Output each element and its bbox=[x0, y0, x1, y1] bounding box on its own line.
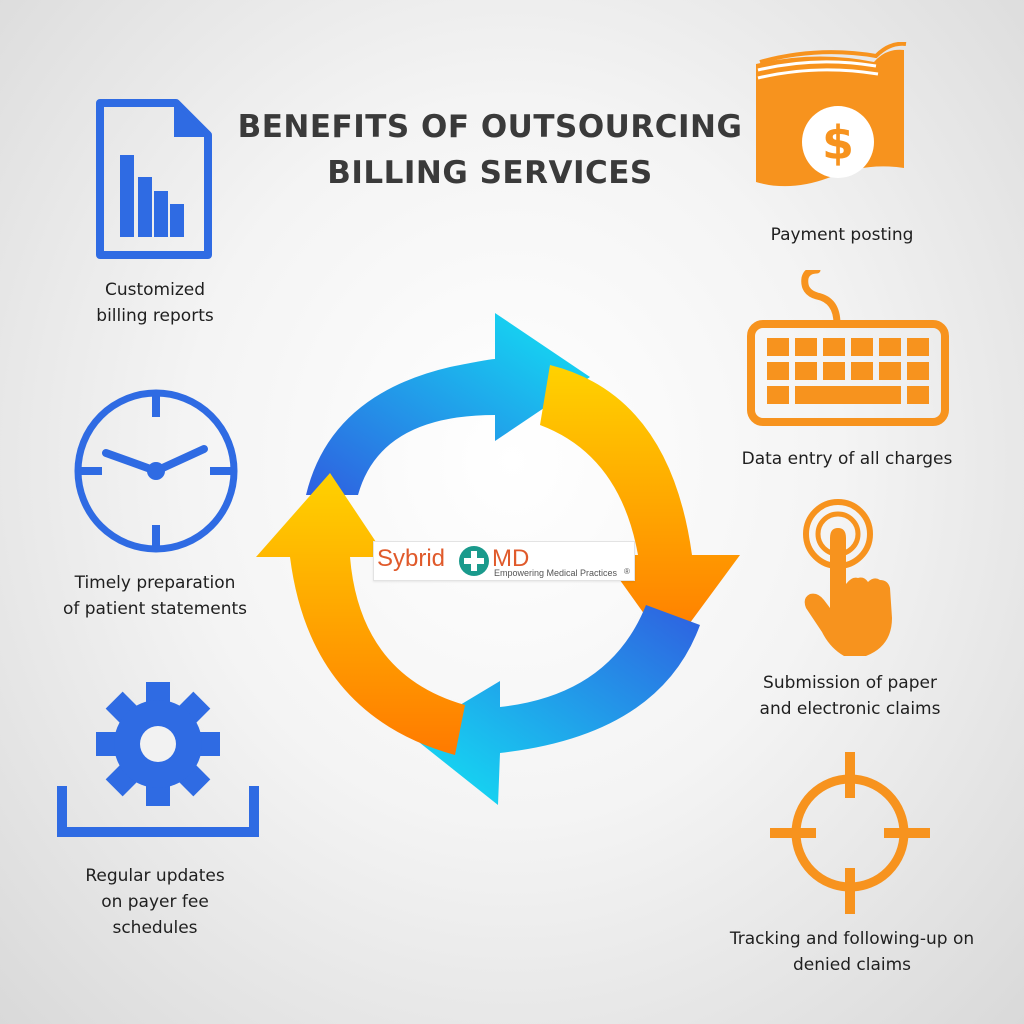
caption-line: on payer fee bbox=[101, 892, 209, 912]
medical-plus-icon bbox=[459, 546, 489, 576]
title-line-1: BENEFITS OF OUTSOURCING bbox=[237, 109, 743, 145]
title-line-2: BILLING SERVICES bbox=[327, 155, 653, 191]
caption-line: and electronic claims bbox=[759, 699, 941, 719]
caption-regular-updates: Regular updates on payer fee schedules bbox=[60, 863, 250, 941]
crosshair-icon bbox=[770, 752, 930, 914]
caption-line: Tracking and following-up on bbox=[729, 929, 975, 949]
cycle-arrow-bottom bbox=[410, 605, 700, 805]
svg-text:$: $ bbox=[822, 116, 854, 170]
caption-submission: Submission of paper and electronic claim… bbox=[740, 670, 960, 722]
registered-mark: ® bbox=[624, 567, 630, 576]
caption-line: Customized bbox=[104, 280, 206, 300]
cycle-arrow-right bbox=[540, 365, 740, 650]
keyboard-icon bbox=[747, 270, 949, 426]
dollar-bill-icon: $ bbox=[756, 42, 907, 187]
caption-line: Data entry of all charges bbox=[741, 449, 953, 469]
caption-tracking: Tracking and following-up on denied clai… bbox=[712, 926, 992, 978]
billing-report-icon bbox=[96, 99, 212, 259]
caption-line: Submission of paper bbox=[763, 673, 937, 693]
cycle-arrows bbox=[256, 313, 740, 805]
caption-line: billing reports bbox=[96, 306, 214, 326]
caption-line: denied claims bbox=[792, 955, 912, 975]
caption-line: schedules bbox=[112, 918, 198, 938]
logo-brand-part2: MD bbox=[492, 545, 530, 572]
caption-line: Timely preparation bbox=[74, 573, 236, 593]
page-title: BENEFITS OF OUTSOURCING BILLING SERVICES bbox=[230, 104, 750, 196]
clock-icon bbox=[74, 389, 238, 553]
caption-timely-preparation: Timely preparation of patient statements bbox=[45, 570, 265, 622]
caption-line: Payment posting bbox=[770, 225, 914, 245]
cycle-arrow-top bbox=[306, 313, 590, 495]
logo-tagline: Empowering Medical Practices bbox=[494, 568, 618, 578]
gear-tray-icon bbox=[57, 682, 259, 837]
caption-data-entry: Data entry of all charges bbox=[722, 446, 972, 472]
caption-customized-billing-reports: Customized billing reports bbox=[60, 277, 250, 329]
caption-line: Regular updates bbox=[85, 866, 225, 886]
touch-hand-icon bbox=[803, 499, 892, 656]
sybrid-md-logo: Sybrid MD Empowering Medical Practices ® bbox=[373, 541, 635, 581]
caption-payment-posting: Payment posting bbox=[752, 222, 932, 248]
caption-line: of patient statements bbox=[62, 599, 248, 619]
logo-brand-part1: Sybrid bbox=[377, 545, 446, 572]
cycle-arrow-left bbox=[256, 473, 465, 755]
